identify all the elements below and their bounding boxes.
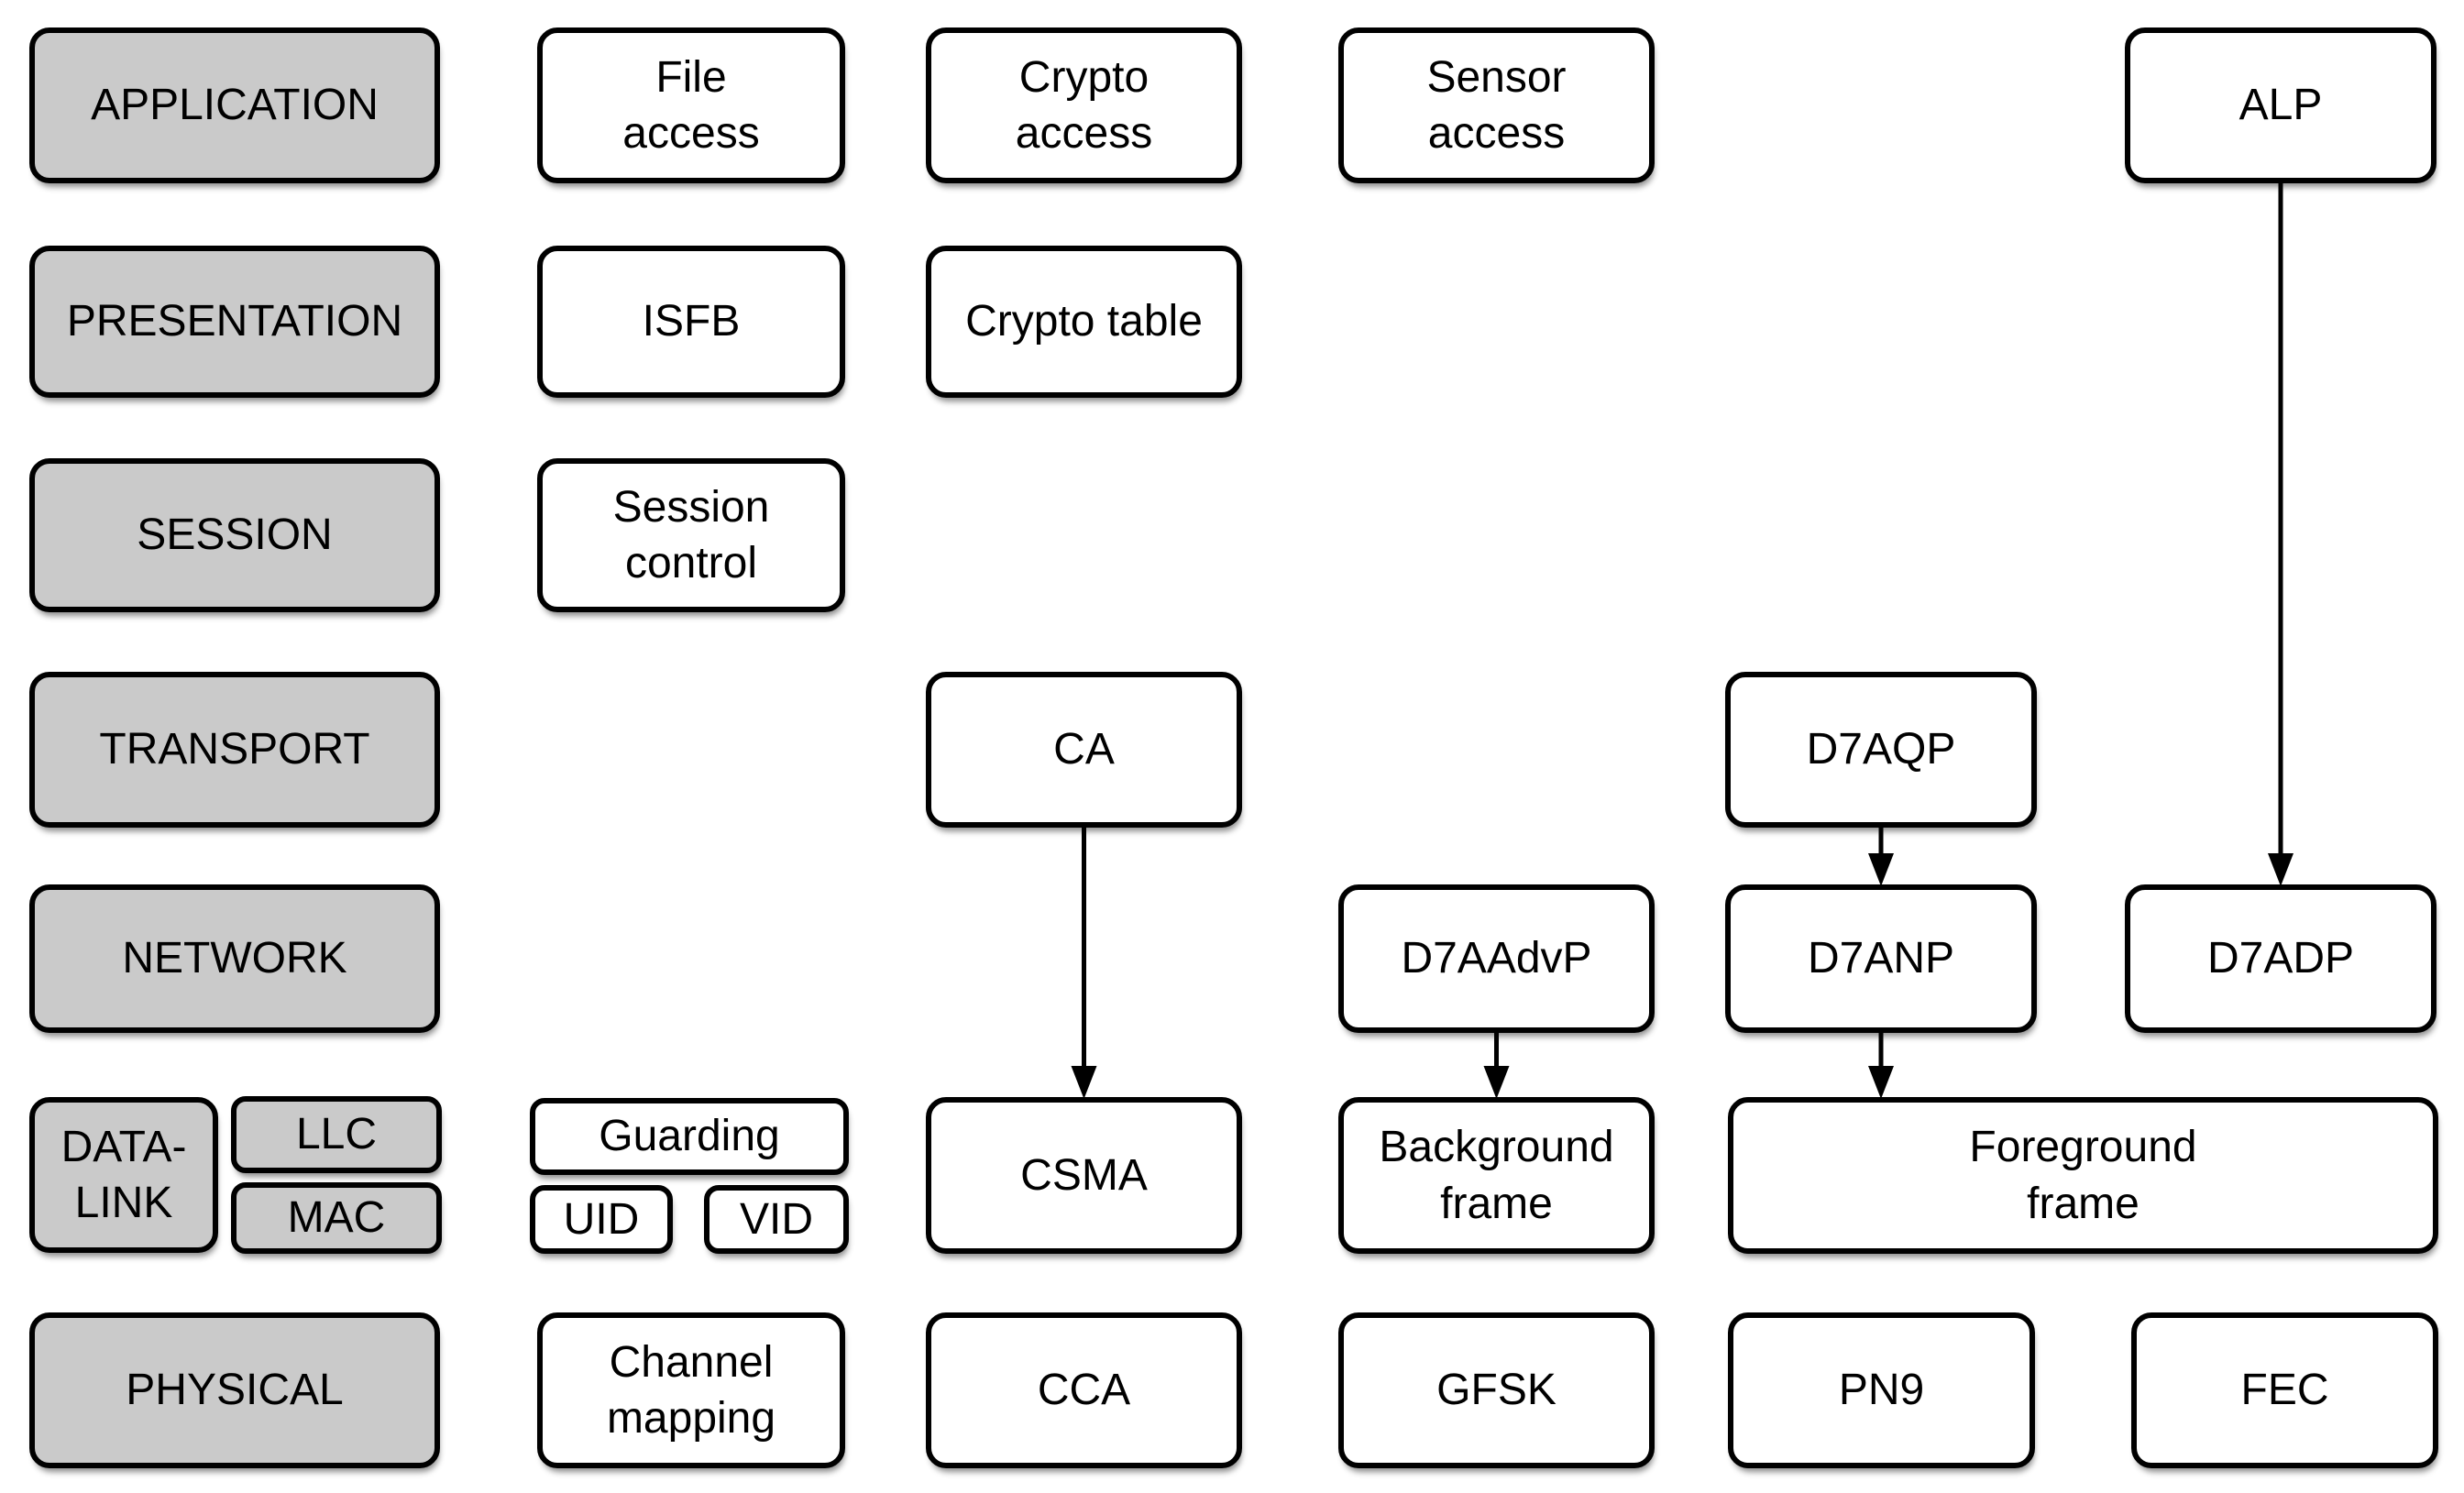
layer-presentation: PRESENTATION — [29, 246, 440, 398]
layer-application: APPLICATION — [29, 27, 440, 183]
layer-transport: TRANSPORT — [29, 672, 440, 828]
node-cca: CCA — [926, 1312, 1242, 1468]
node-vid: VID — [704, 1185, 849, 1254]
layer-mac: MAC — [231, 1182, 442, 1254]
arrow-alp-to-d7adp — [2268, 181, 2294, 886]
node-file-access: File access — [537, 27, 845, 183]
node-channel-mapping: Channel mapping — [537, 1312, 845, 1468]
node-crypto-access: Crypto access — [926, 27, 1242, 183]
node-guarding: Guarding — [530, 1098, 849, 1175]
layer-llc: LLC — [231, 1096, 442, 1173]
node-d7aadvp: D7AAdvP — [1338, 884, 1655, 1033]
node-uid: UID — [530, 1185, 673, 1254]
node-d7anp: D7ANP — [1725, 884, 2037, 1033]
node-sensor-access: Sensor access — [1338, 27, 1655, 183]
arrow-d7anp-to-foreground-frame — [1868, 1030, 1894, 1099]
node-gfsk: GFSK — [1338, 1312, 1655, 1468]
node-session-control: Session control — [537, 458, 845, 612]
node-alp: ALP — [2125, 27, 2436, 183]
node-crypto-table: Crypto table — [926, 246, 1242, 398]
layer-network: NETWORK — [29, 884, 440, 1033]
layer-session: SESSION — [29, 458, 440, 612]
layer-physical: PHYSICAL — [29, 1312, 440, 1468]
node-fec: FEC — [2131, 1312, 2438, 1468]
arrow-d7aqp-to-d7anp — [1868, 825, 1894, 886]
node-foreground-frame: Foreground frame — [1728, 1097, 2438, 1254]
arrow-ca-to-csma — [1071, 825, 1097, 1099]
node-pn9: PN9 — [1728, 1312, 2035, 1468]
node-isfb: ISFB — [537, 246, 845, 398]
node-ca: CA — [926, 672, 1242, 828]
layer-datalink: DATA- LINK — [29, 1097, 218, 1253]
node-background-frame: Background frame — [1338, 1097, 1655, 1254]
arrow-d7aadvp-to-background-frame — [1483, 1030, 1510, 1099]
node-d7adp: D7ADP — [2125, 884, 2436, 1033]
node-csma: CSMA — [926, 1097, 1242, 1254]
node-d7aqp: D7AQP — [1725, 672, 2037, 828]
